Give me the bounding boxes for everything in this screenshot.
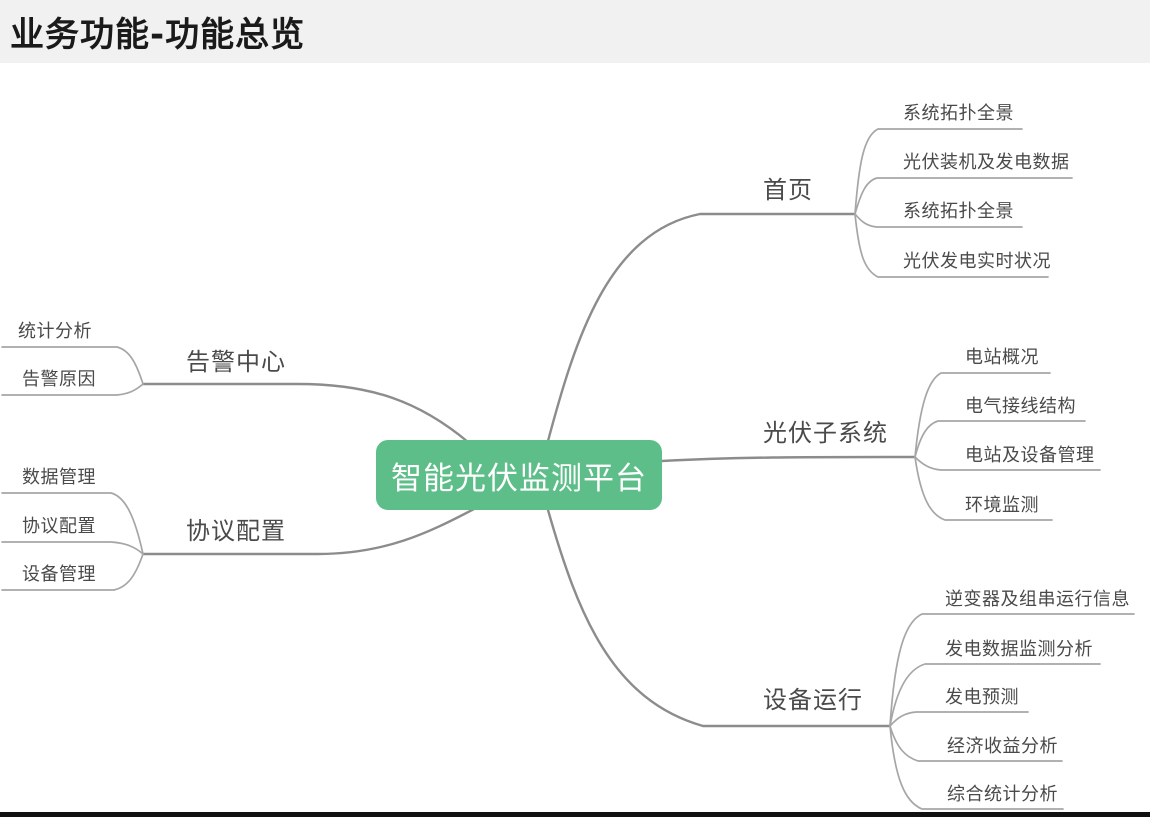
connector-root-alarm-center <box>141 382 470 444</box>
connector-root-protocol-config <box>141 507 476 556</box>
connector-device-child-1 <box>889 663 1101 727</box>
connector-root-home <box>546 212 857 443</box>
connector-alarm-child-0 <box>1 346 144 385</box>
connector-root-pv-subsystem <box>660 455 917 463</box>
connector-home-child-3 <box>854 213 1049 278</box>
topic-device-operation[interactable]: 设备运行 <box>763 686 863 714</box>
subtopic-device-1[interactable]: 发电数据监测分析 <box>945 639 1093 660</box>
page-title: 业务功能-功能总览 <box>10 15 306 55</box>
header-band <box>0 0 1150 63</box>
connector-home-child-0 <box>854 128 1023 215</box>
topic-alarm-center[interactable]: 告警中心 <box>186 348 286 376</box>
connector-device-child-3 <box>889 725 1063 762</box>
connector-device-child-0 <box>889 613 1135 727</box>
subtopic-device-4[interactable]: 综合统计分析 <box>947 784 1058 805</box>
connector-pv-child-1 <box>914 420 1086 458</box>
connector-pv-child-3 <box>914 456 1053 521</box>
subtopic-device-3[interactable]: 经济收益分析 <box>947 736 1058 757</box>
connector-device-child-2 <box>889 711 1029 727</box>
connector-home-child-1 <box>854 177 1073 215</box>
subtopic-device-2[interactable]: 发电预测 <box>945 687 1019 708</box>
subtopic-pv-0[interactable]: 电站概况 <box>965 347 1039 368</box>
topic-pv-subsystem[interactable]: 光伏子系统 <box>763 419 888 447</box>
subtopic-pv-2[interactable]: 电站及设备管理 <box>965 445 1095 466</box>
topic-protocol-config[interactable]: 协议配置 <box>186 517 286 545</box>
connector-protocol-child-1 <box>1 541 144 555</box>
subtopic-alarm-0[interactable]: 统计分析 <box>18 321 92 342</box>
subtopic-pv-1[interactable]: 电气接线结构 <box>965 396 1076 417</box>
connector-home-child-2 <box>854 213 1023 228</box>
subtopic-protocol-0[interactable]: 数据管理 <box>22 467 96 488</box>
connector-protocol-child-2 <box>1 553 144 591</box>
connector-protocol-child-0 <box>1 492 144 555</box>
subtopic-protocol-2[interactable]: 设备管理 <box>22 564 96 585</box>
subtopic-home-0[interactable]: 系统拓扑全景 <box>903 103 1014 124</box>
connector-device-child-4 <box>889 725 1064 810</box>
subtopic-home-1[interactable]: 光伏装机及发电数据 <box>903 152 1070 173</box>
footer-rule <box>0 812 1150 817</box>
topic-home[interactable]: 首页 <box>763 176 813 204</box>
subtopic-home-3[interactable]: 光伏发电实时状况 <box>903 251 1051 272</box>
connector-alarm-child-1 <box>1 383 144 396</box>
subtopic-protocol-1[interactable]: 协议配置 <box>22 516 96 537</box>
subtopic-device-0[interactable]: 逆变器及组串运行信息 <box>945 589 1130 610</box>
connector-root-device-operation <box>546 508 892 728</box>
connector-pv-child-2 <box>914 456 1101 471</box>
subtopic-pv-3[interactable]: 环境监测 <box>965 495 1039 516</box>
subtopic-alarm-1[interactable]: 告警原因 <box>22 369 96 390</box>
connector-pv-child-0 <box>914 372 1051 458</box>
subtopic-home-2[interactable]: 系统拓扑全景 <box>903 201 1014 222</box>
root-topic[interactable]: 智能光伏监测平台 <box>376 440 662 510</box>
